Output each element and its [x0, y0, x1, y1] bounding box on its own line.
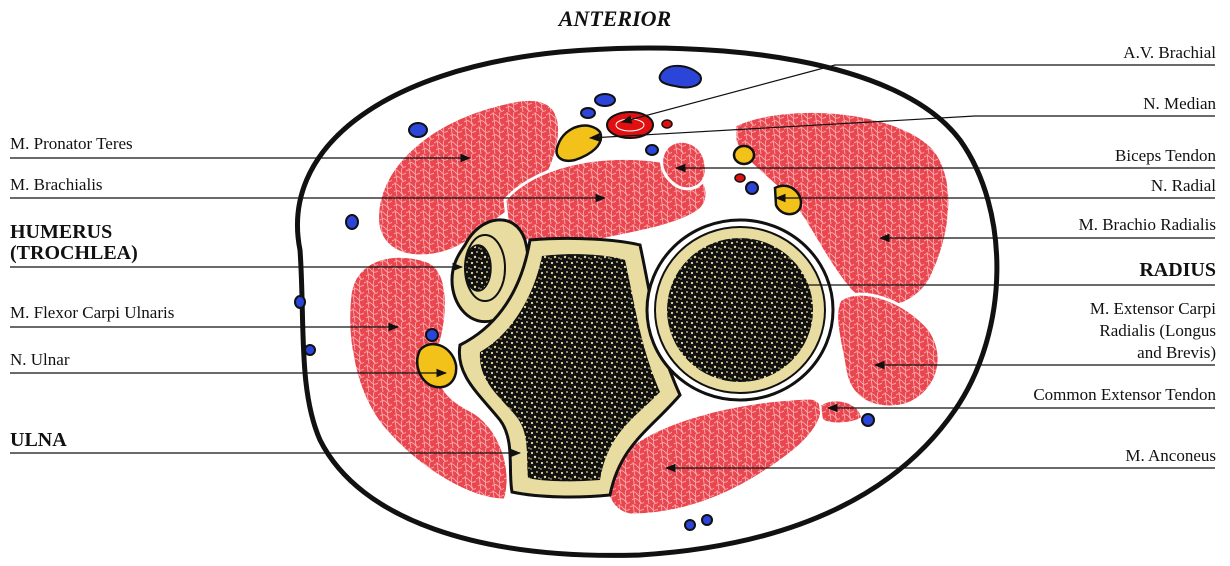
biceps-tendon: [734, 146, 754, 164]
label-ulnar-nerve: N. Ulnar: [10, 350, 69, 369]
label-radial-nerve: N. Radial: [1151, 176, 1216, 195]
label-brachial-av: A.V. Brachial: [1123, 43, 1216, 62]
label-common-extensor-tendon: Common Extensor Tendon: [1033, 385, 1216, 404]
label-median-nerve: N. Median: [1143, 94, 1216, 113]
label-humerus: HUMERUS: [10, 222, 112, 242]
label-trochlea: (TROCHLEA): [10, 243, 138, 263]
label-brachialis: M. Brachialis: [10, 175, 103, 194]
diagram-title: ANTERIOR: [0, 6, 1230, 32]
bone-radius: [647, 220, 833, 400]
label-biceps-tendon: Biceps Tendon: [1115, 146, 1216, 165]
label-ulna: ULNA: [10, 430, 67, 450]
label-ecr-line3: and Brevis): [1137, 343, 1216, 362]
label-pronator-teres: M. Pronator Teres: [10, 134, 133, 153]
label-radius: RADIUS: [1139, 260, 1216, 280]
label-ecr-line2: Radialis (Longus: [1099, 321, 1216, 340]
label-flexor-carpi-ulnaris: M. Flexor Carpi Ulnaris: [10, 303, 174, 322]
label-ecr-line1: M. Extensor Carpi: [1090, 299, 1216, 318]
label-brachioradialis: M. Brachio Radialis: [1079, 215, 1216, 234]
label-anconeus: M. Anconeus: [1125, 446, 1216, 465]
